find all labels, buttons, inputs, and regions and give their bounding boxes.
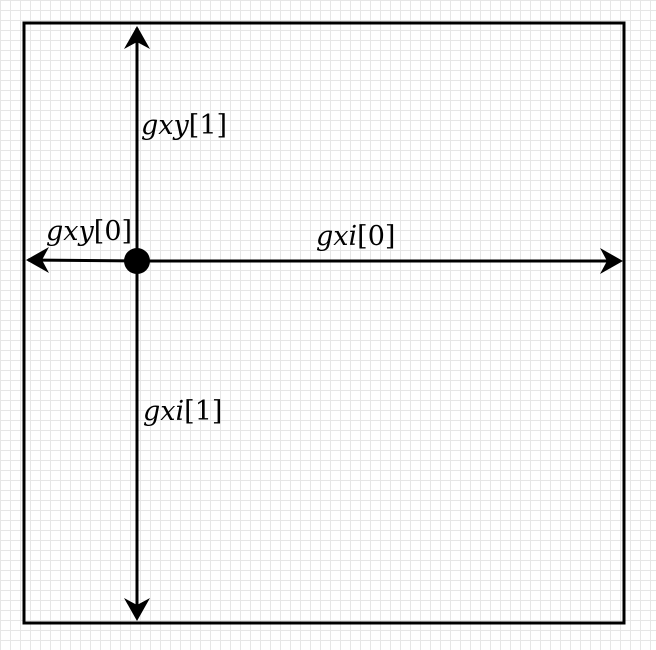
arrow-left[interactable] <box>27 258 138 263</box>
label-gxy-0: gxy[0] <box>46 216 132 247</box>
label-gxi-0-name: gxi <box>316 221 357 252</box>
label-gxi-0-open-bracket: [ <box>357 221 368 252</box>
label-gxy-1-index: 1 <box>199 110 216 141</box>
arrow-right-head <box>600 248 623 274</box>
origin-node[interactable] <box>124 248 150 274</box>
label-gxi-0-index: 0 <box>368 221 385 252</box>
label-gxy-1-name: gxy <box>141 110 190 141</box>
label-gxi-0-close-bracket: ] <box>385 221 396 252</box>
arrow-up-head <box>124 26 150 49</box>
label-gxy-1-open-bracket: [ <box>189 110 200 141</box>
label-gxi-1-name: gxi <box>143 396 184 427</box>
label-gxy-0-index: 0 <box>104 216 121 247</box>
label-gxy-0-open-bracket: [ <box>94 216 105 247</box>
label-gxi-1-close-bracket: ] <box>212 396 223 427</box>
label-gxy-0-close-bracket: ] <box>122 216 133 247</box>
label-gxy-1-close-bracket: ] <box>217 110 228 141</box>
label-gxy-1: gxy[1] <box>141 110 227 141</box>
arrow-down-head <box>124 598 150 621</box>
arrow-left-head <box>26 247 49 273</box>
label-gxy-0-name: gxy <box>46 216 95 247</box>
label-gxi-1-open-bracket: [ <box>184 396 195 427</box>
label-gxi-1-index: 1 <box>195 396 212 427</box>
label-gxi-0: gxi[0] <box>316 221 395 252</box>
frame-rectangle[interactable] <box>22 21 626 625</box>
label-gxi-1: gxi[1] <box>143 396 222 427</box>
